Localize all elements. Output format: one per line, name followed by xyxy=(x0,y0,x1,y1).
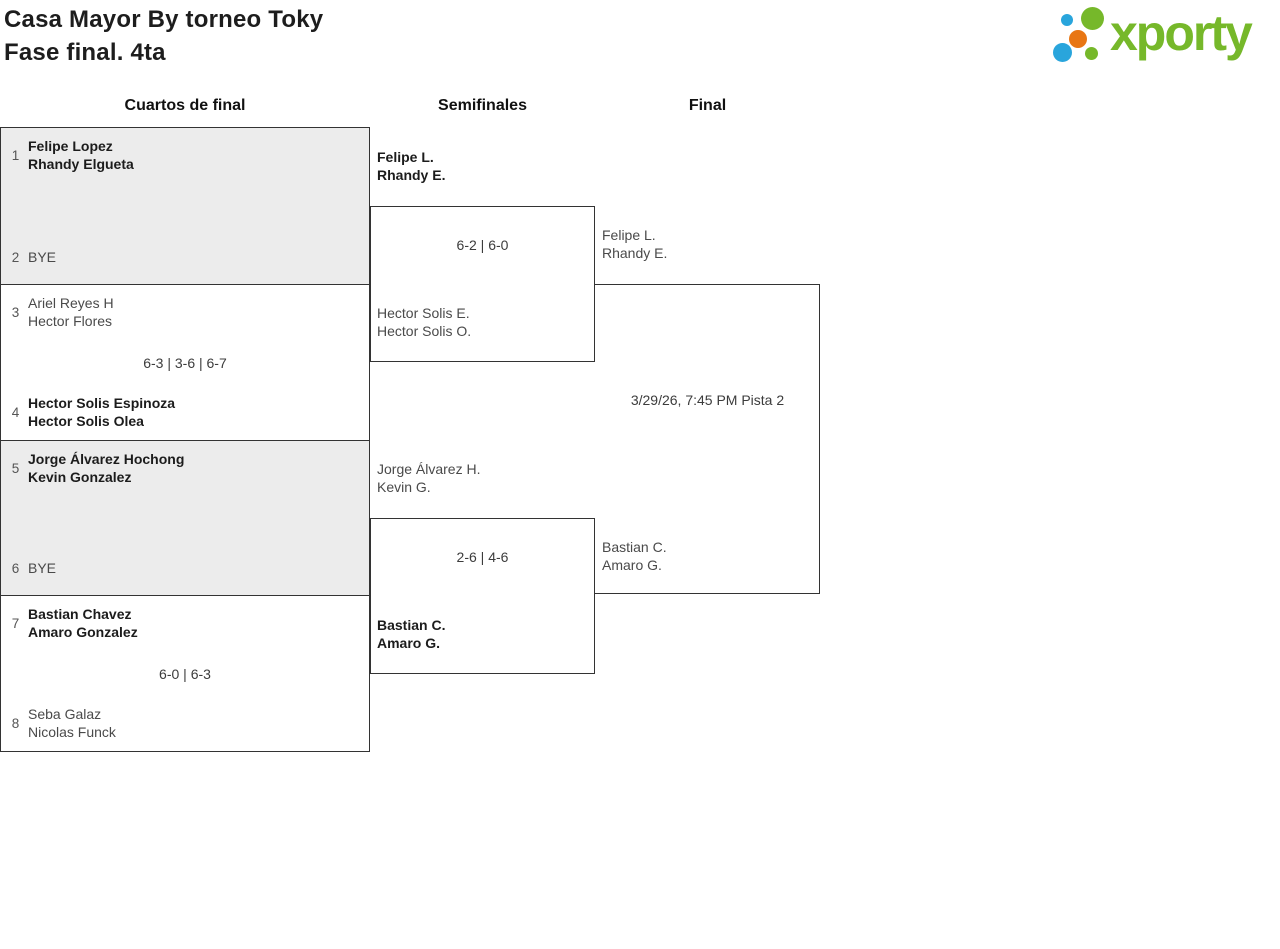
player-name: Rhandy E. xyxy=(377,167,446,183)
team-names: Hector Solis Espinoza Hector Solis Olea xyxy=(28,394,175,430)
match-slot-team1: 5 Jorge Álvarez Hochong Kevin Gonzalez xyxy=(9,450,361,486)
round-header-cuartos: Cuartos de final xyxy=(124,97,246,114)
player-name: Kevin Gonzalez xyxy=(28,469,132,485)
tournament-name: Casa Mayor By torneo Toky xyxy=(4,6,324,33)
round-header-semifinales: Semifinales xyxy=(438,97,527,114)
player-name: Nicolas Funck xyxy=(28,724,116,740)
player-name: Amaro Gonzalez xyxy=(28,624,138,640)
player-name: Rhandy Elgueta xyxy=(28,156,134,172)
match-quarterfinal-4[interactable]: 7 Bastian Chavez Amaro Gonzalez 6-0 | 6-… xyxy=(0,596,370,752)
player-name: BYE xyxy=(28,249,57,265)
match-slot-team2: 4 Hector Solis Espinoza Hector Solis Ole… xyxy=(9,394,361,430)
match-quarterfinal-2[interactable]: 3 Ariel Reyes H Hector Flores 6-3 | 3-6 … xyxy=(0,285,370,441)
logo-dot-icon xyxy=(1061,14,1073,26)
match-score: 2-6 | 4-6 xyxy=(456,549,509,565)
player-name: Amaro G. xyxy=(377,635,441,651)
seed-number: 5 xyxy=(11,460,20,476)
team-names: Jorge Álvarez H. Kevin G. xyxy=(377,460,480,496)
player-name: Jorge Álvarez H. xyxy=(377,461,481,477)
seed-number: 1 xyxy=(11,147,20,163)
player-name: Bastian C. xyxy=(377,617,446,633)
player-name: Ariel Reyes H xyxy=(28,295,114,311)
match-slot-team1: 1 Felipe Lopez Rhandy Elgueta xyxy=(9,137,361,173)
logo-wordmark: xporty xyxy=(1110,5,1253,61)
logo-dot-icon xyxy=(1069,30,1087,48)
seed-number: 6 xyxy=(11,560,20,576)
match-quarterfinal-3[interactable]: 5 Jorge Álvarez Hochong Kevin Gonzalez 6… xyxy=(0,441,370,596)
match-schedule: 3/29/26, 7:45 PM Pista 2 xyxy=(630,392,785,408)
seed-number: 2 xyxy=(11,249,20,265)
team-names: Felipe L. Rhandy E. xyxy=(602,226,667,262)
player-name: Bastian C. xyxy=(602,539,667,555)
team-names: Felipe L. Rhandy E. xyxy=(377,148,445,184)
team-names: BYE xyxy=(28,559,56,577)
player-name: Hector Solis O. xyxy=(377,323,472,339)
phase-name: Fase final. 4ta xyxy=(4,39,166,66)
match-semifinal-2[interactable] xyxy=(370,518,595,674)
player-name: Hector Flores xyxy=(28,313,113,329)
match-slot-team2: 2 BYE xyxy=(9,248,361,266)
team-names: Bastian C. Amaro G. xyxy=(602,538,667,574)
player-name: Kevin G. xyxy=(377,479,431,495)
match-score: 6-2 | 6-0 xyxy=(456,237,509,253)
match-score: 6-0 | 6-3 xyxy=(159,665,211,682)
team-names: BYE xyxy=(28,248,56,266)
player-name: Amaro G. xyxy=(602,557,662,573)
seed-number: 4 xyxy=(11,404,20,420)
team-names: Bastian C. Amaro G. xyxy=(377,616,445,652)
page-title: Casa Mayor By torneo Toky Fase final. 4t… xyxy=(4,3,323,69)
player-name: Hector Solis Olea xyxy=(28,413,144,429)
match-slot-team1: 7 Bastian Chavez Amaro Gonzalez xyxy=(9,605,361,641)
team-names: Ariel Reyes H Hector Flores xyxy=(28,294,114,330)
seed-number: 8 xyxy=(11,715,20,731)
player-name: Hector Solis Espinoza xyxy=(28,395,176,411)
player-name: Jorge Álvarez Hochong xyxy=(28,451,185,467)
team-names: Jorge Álvarez Hochong Kevin Gonzalez xyxy=(28,450,184,486)
team-names: Seba Galaz Nicolas Funck xyxy=(28,705,116,741)
player-name: Felipe Lopez xyxy=(28,138,113,154)
player-name: BYE xyxy=(28,560,57,576)
player-name: Felipe L. xyxy=(602,227,656,243)
match-slot-team2: 8 Seba Galaz Nicolas Funck xyxy=(9,705,361,741)
logo-dot-icon xyxy=(1085,47,1098,60)
round-header-final: Final xyxy=(688,97,727,114)
player-name: Bastian Chavez xyxy=(28,606,132,622)
logo-dot-icon xyxy=(1053,43,1072,62)
match-slot-team2: 6 BYE xyxy=(9,559,361,577)
team-names: Hector Solis E. Hector Solis O. xyxy=(377,304,471,340)
seed-number: 7 xyxy=(11,615,20,631)
player-name: Seba Galaz xyxy=(28,706,102,722)
seed-number: 3 xyxy=(11,304,20,320)
match-semifinal-1[interactable] xyxy=(370,206,595,362)
player-name: Hector Solis E. xyxy=(377,305,470,321)
team-names: Felipe Lopez Rhandy Elgueta xyxy=(28,137,134,173)
match-quarterfinal-1[interactable]: 1 Felipe Lopez Rhandy Elgueta 2 BYE xyxy=(0,127,370,285)
logo-dot-icon xyxy=(1081,7,1104,30)
xporty-logo[interactable]: xporty xyxy=(1048,0,1278,78)
match-slot-team1: 3 Ariel Reyes H Hector Flores xyxy=(9,294,361,330)
match-score: 6-3 | 3-6 | 6-7 xyxy=(143,354,227,371)
match-final[interactable] xyxy=(595,284,820,594)
team-names: Bastian Chavez Amaro Gonzalez xyxy=(28,605,138,641)
player-name: Rhandy E. xyxy=(602,245,668,261)
player-name: Felipe L. xyxy=(377,149,434,165)
